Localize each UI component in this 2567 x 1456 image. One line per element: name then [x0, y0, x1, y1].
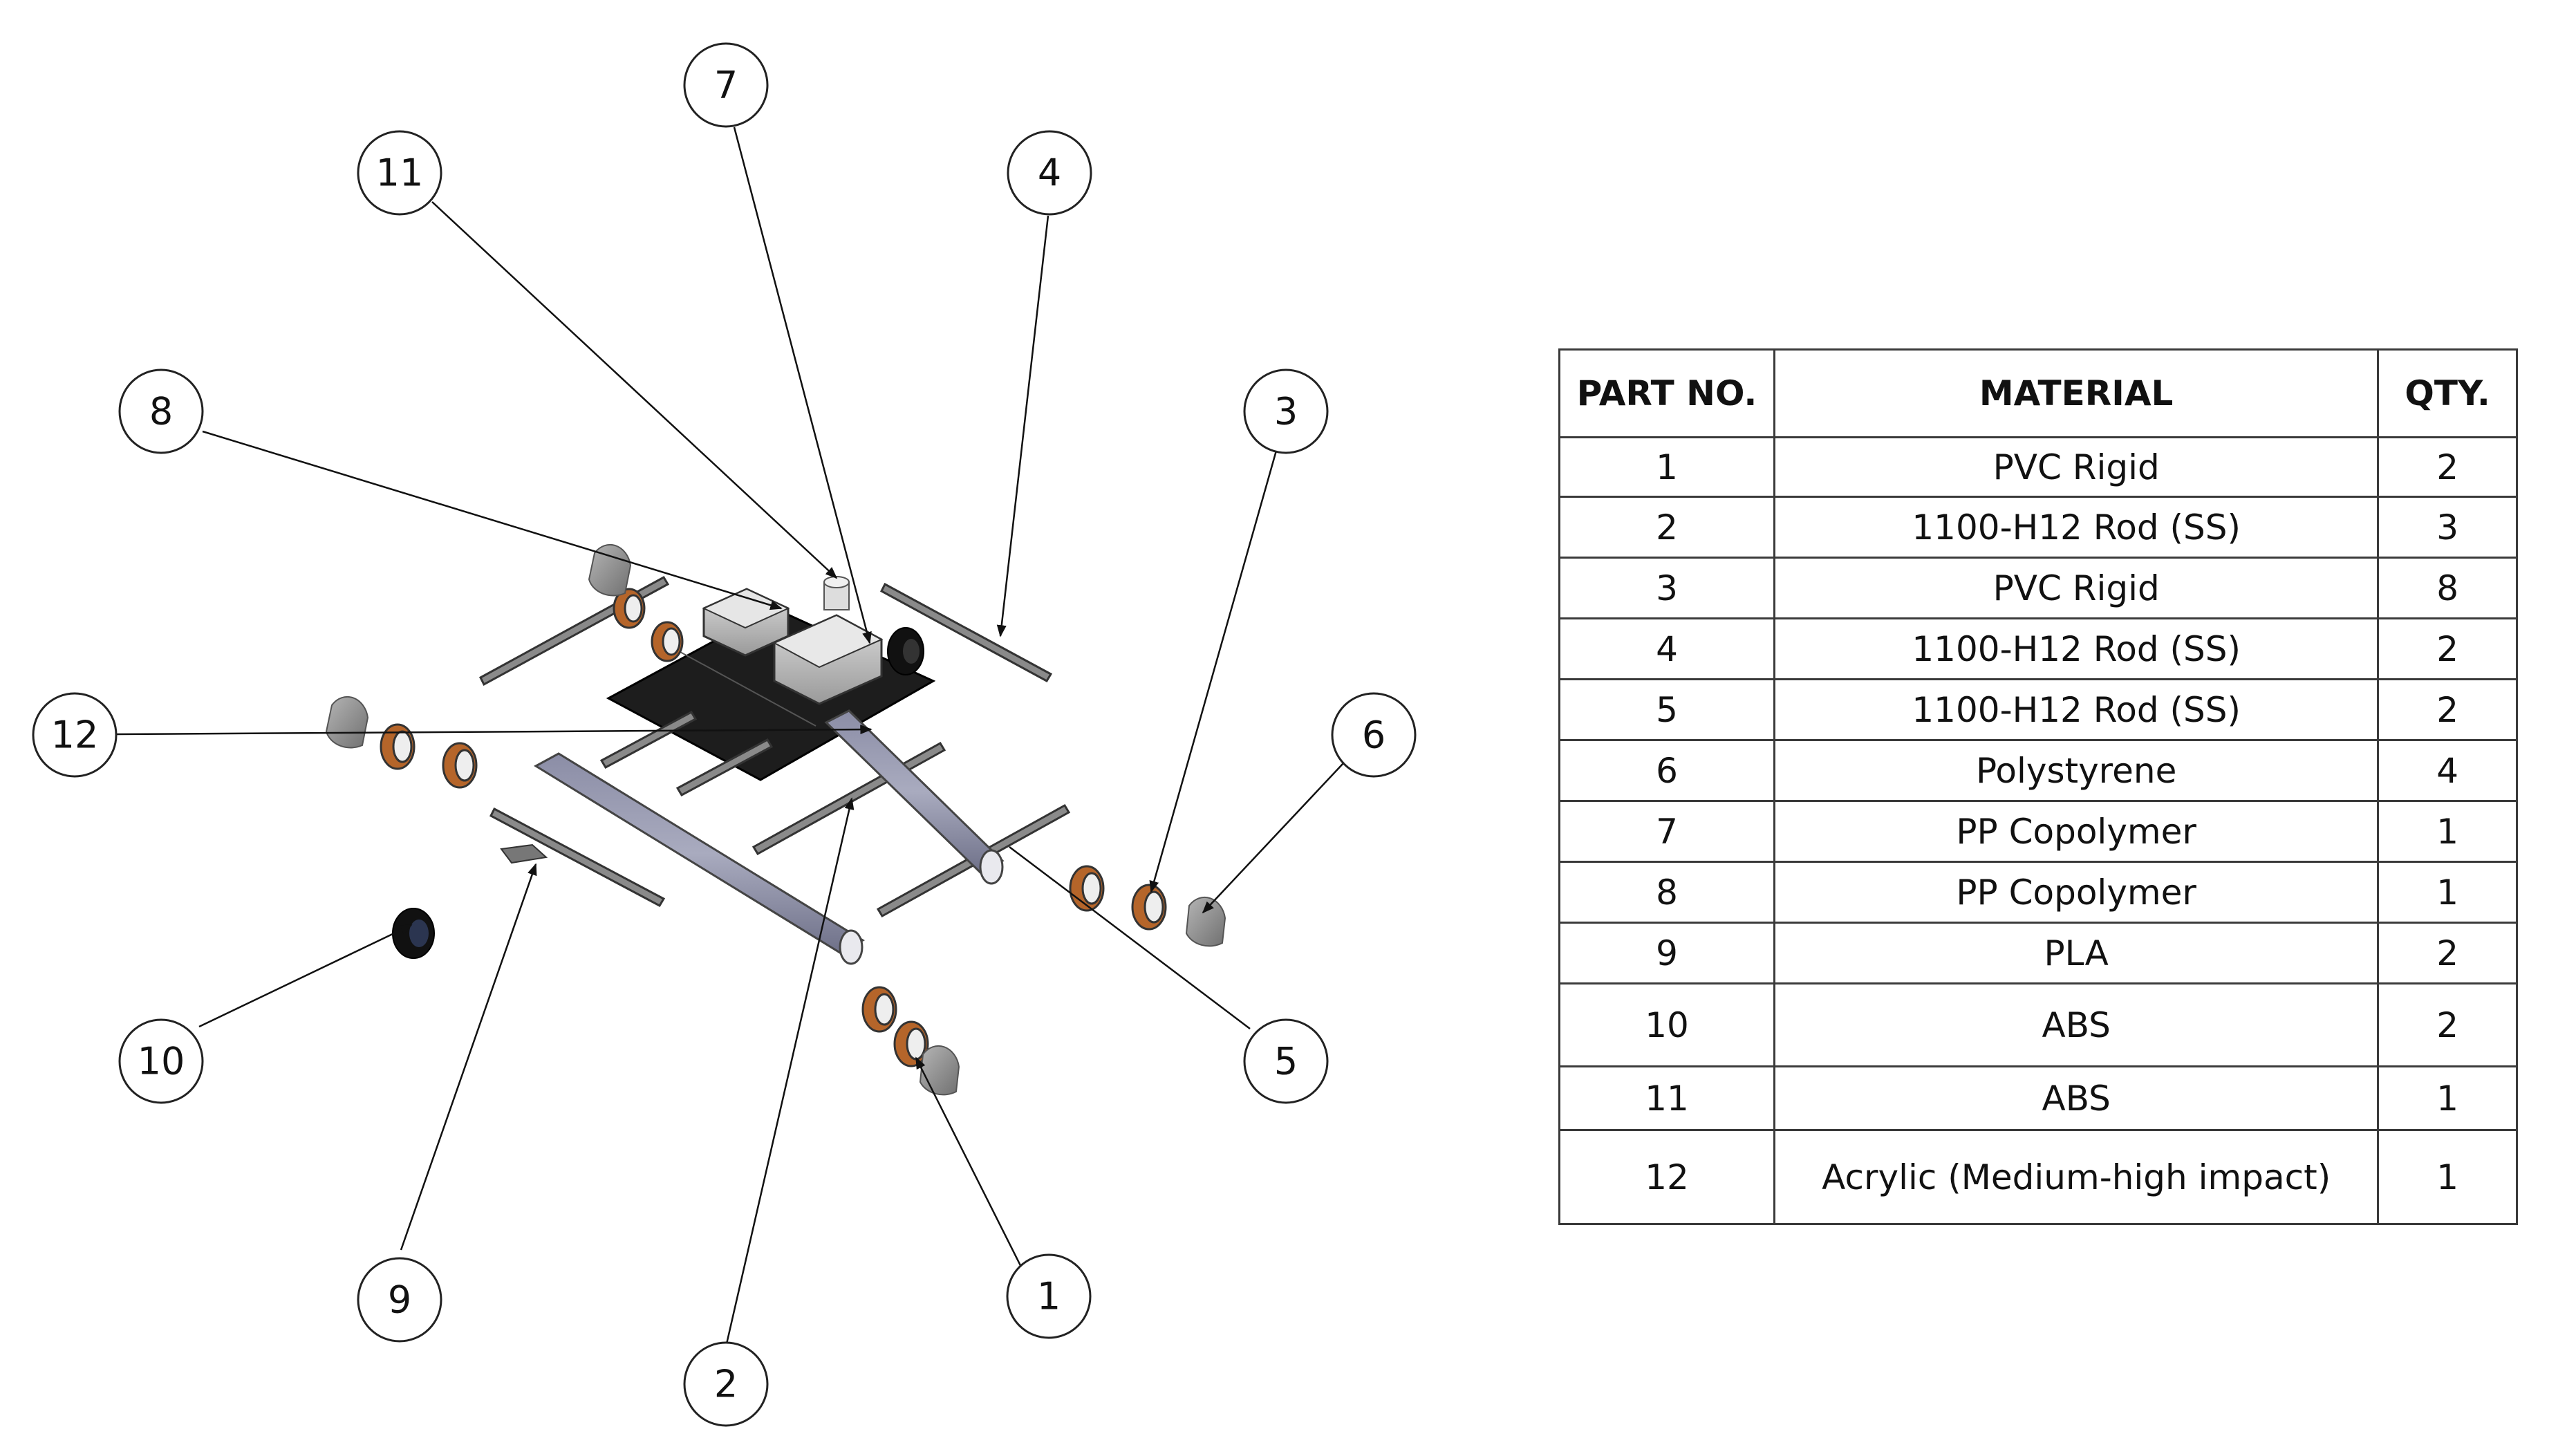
svg-text:3: 3	[1274, 390, 1298, 433]
svg-text:8: 8	[149, 390, 173, 433]
cell-part-no: 1	[1558, 436, 1776, 498]
cell-qty: 8	[2377, 557, 2518, 619]
table-row: 4 1100-H12 Rod (SS) 2	[1558, 617, 2518, 680]
couplers-part	[380, 588, 1167, 1067]
cell-material: Acrylic (Medium-high impact)	[1773, 1129, 2380, 1225]
cell-qty: 2	[2377, 678, 2518, 741]
cell-qty: 1	[2377, 1065, 2518, 1131]
cell-qty: 1	[2377, 1129, 2518, 1225]
table-row: 3 PVC Rigid 8	[1558, 557, 2518, 619]
cell-part-no: 2	[1558, 496, 1776, 559]
cell-qty: 1	[2377, 800, 2518, 863]
cell-qty: 4	[2377, 739, 2518, 802]
header-material: MATERIAL	[1773, 348, 2380, 438]
table-row: 9 PLA 2	[1558, 922, 2518, 984]
balloon-5: 5	[1243, 1018, 1329, 1104]
cell-qty: 2	[2377, 617, 2518, 680]
cell-qty: 2	[2377, 922, 2518, 984]
cell-material: PP Copolymer	[1773, 800, 2380, 863]
svg-text:11: 11	[376, 151, 424, 195]
battery-box-part	[772, 614, 884, 705]
cell-material: PP Copolymer	[1773, 861, 2380, 924]
cell-part-no: 10	[1558, 982, 1776, 1067]
svg-text:10: 10	[138, 1040, 185, 1083]
end-caps-part	[325, 543, 1226, 1096]
balloon-9: 9	[357, 1257, 442, 1343]
wheel-part-upper	[887, 627, 924, 675]
long-tube-part	[534, 752, 865, 965]
table-row: 7 PP Copolymer 1	[1558, 800, 2518, 863]
long-tube-part-2	[824, 709, 1005, 885]
balloon-1: 1	[1006, 1253, 1092, 1339]
svg-text:12: 12	[51, 713, 99, 757]
svg-text:4: 4	[1038, 151, 1061, 195]
balloon-6: 6	[1331, 692, 1417, 778]
balloon-3: 3	[1243, 368, 1329, 454]
cell-material: ABS	[1773, 982, 2380, 1067]
cell-part-no: 9	[1558, 922, 1776, 984]
balloon-12: 12	[32, 692, 118, 778]
svg-text:1: 1	[1037, 1275, 1061, 1318]
cell-part-no: 7	[1558, 800, 1776, 863]
svg-text:7: 7	[714, 64, 738, 107]
cell-qty: 3	[2377, 496, 2518, 559]
bracket-part	[500, 843, 548, 864]
cell-material: PVC Rigid	[1773, 557, 2380, 619]
table-row: 6 Polystyrene 4	[1558, 739, 2518, 802]
table-row: 1 PVC Rigid 2	[1558, 436, 2518, 498]
cell-part-no: 6	[1558, 739, 1776, 802]
cell-part-no: 3	[1558, 557, 1776, 619]
table-row: 8 PP Copolymer 1	[1558, 861, 2518, 924]
cell-part-no: 12	[1558, 1129, 1776, 1225]
balloon-10: 10	[118, 1018, 204, 1104]
table-row: 5 1100-H12 Rod (SS) 2	[1558, 678, 2518, 741]
svg-text:9: 9	[388, 1278, 411, 1322]
header-qty: QTY.	[2377, 348, 2518, 438]
balloon-2: 2	[683, 1341, 769, 1427]
cell-material: 1100-H12 Rod (SS)	[1773, 678, 2380, 741]
cell-material: ABS	[1773, 1065, 2380, 1131]
header-part-no: PART NO.	[1558, 348, 1776, 438]
cell-part-no: 11	[1558, 1065, 1776, 1131]
cell-part-no: 8	[1558, 861, 1776, 924]
cell-qty: 1	[2377, 861, 2518, 924]
exploded-assembly-drawing: 1 2 3 4 5 6 7 8	[32, 42, 1417, 1427]
balloon-8: 8	[118, 368, 204, 454]
cell-material: PLA	[1773, 922, 2380, 984]
balloon-4: 4	[1007, 130, 1092, 216]
svg-text:5: 5	[1274, 1040, 1298, 1083]
balloon-11: 11	[357, 130, 442, 216]
cell-qty: 2	[2377, 982, 2518, 1067]
table-header-row: PART NO. MATERIAL QTY.	[1558, 348, 2518, 438]
cell-material: Polystyrene	[1773, 739, 2380, 802]
svg-text:2: 2	[714, 1363, 738, 1406]
cell-part-no: 5	[1558, 678, 1776, 741]
wheel-part	[392, 908, 435, 959]
small-cylinder-part	[823, 576, 850, 610]
cell-material: PVC Rigid	[1773, 436, 2380, 498]
table-row: 10 ABS 2	[1558, 982, 2518, 1067]
balloon-7: 7	[683, 42, 769, 128]
svg-text:6: 6	[1362, 713, 1385, 757]
cell-material: 1100-H12 Rod (SS)	[1773, 617, 2380, 680]
leader-lines	[116, 127, 1344, 1347]
table-row: 12 Acrylic (Medium-high impact) 1	[1558, 1129, 2518, 1225]
table-row: 11 ABS 1	[1558, 1065, 2518, 1131]
cell-qty: 2	[2377, 436, 2518, 498]
cell-part-no: 4	[1558, 617, 1776, 680]
bill-of-materials-table: PART NO. MATERIAL QTY. 1 PVC Rigid 2 2 1…	[1558, 348, 2518, 1225]
balloons: 1 2 3 4 5 6 7 8	[32, 42, 1417, 1427]
table-row: 2 1100-H12 Rod (SS) 3	[1558, 496, 2518, 559]
cell-material: 1100-H12 Rod (SS)	[1773, 496, 2380, 559]
